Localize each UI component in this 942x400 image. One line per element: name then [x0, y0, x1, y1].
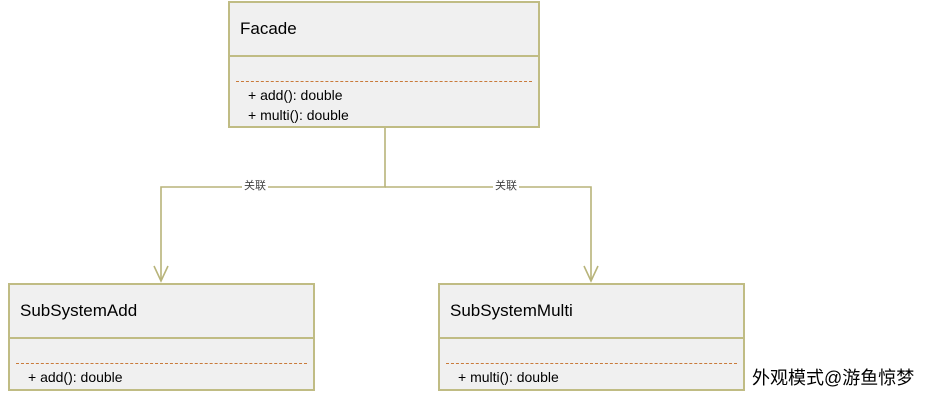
- watermark-text: 外观模式@游鱼惊梦: [752, 368, 915, 388]
- arrowhead-add: [153, 265, 169, 283]
- attributes-compartment: [230, 57, 538, 81]
- methods-compartment: + multi(): double: [458, 367, 559, 387]
- class-subsystem-add[interactable]: SubSystemAdd + add(): double: [8, 283, 315, 391]
- association-line-facade-to-add: [160, 128, 386, 280]
- methods-compartment: + add(): double + multi(): double: [248, 85, 349, 125]
- class-name: SubSystemMulti: [440, 285, 743, 339]
- methods-separator: [16, 363, 307, 364]
- methods-separator: [446, 363, 737, 364]
- arrowhead-multi: [583, 265, 599, 283]
- class-subsystem-multi[interactable]: SubSystemMulti + multi(): double: [438, 283, 745, 391]
- method-multi: + multi(): double: [458, 369, 559, 385]
- methods-separator: [236, 81, 532, 82]
- attributes-compartment: [440, 339, 743, 363]
- method-multi: + multi(): double: [248, 107, 349, 123]
- methods-compartment: + add(): double: [28, 367, 123, 387]
- association-line-facade-to-multi: [385, 186, 592, 280]
- association-label-add: 关联: [242, 180, 268, 193]
- method-add: + add(): double: [28, 369, 123, 385]
- method-add: + add(): double: [248, 87, 343, 103]
- class-name: Facade: [230, 3, 538, 57]
- class-name: SubSystemAdd: [10, 285, 313, 339]
- association-label-multi: 关联: [493, 180, 519, 193]
- attributes-compartment: [10, 339, 313, 363]
- class-facade[interactable]: Facade + add(): double + multi(): double: [228, 1, 540, 128]
